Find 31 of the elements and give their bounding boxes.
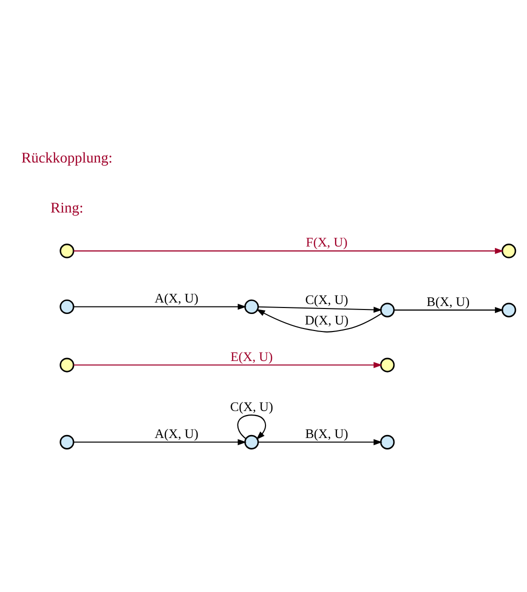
edge-label: C(X, U) — [230, 398, 274, 414]
label: Ring: — [50, 200, 84, 216]
label: Rückkopplung: — [21, 150, 112, 166]
node-circle — [502, 243, 516, 258]
arrow — [74, 438, 246, 445]
node-circle — [380, 302, 395, 317]
edge-label: D(X, U) — [304, 312, 349, 328]
node-circle — [60, 357, 74, 372]
edge-label: E(X, U) — [230, 348, 273, 364]
arrow — [256, 308, 382, 332]
node-circle — [60, 243, 74, 258]
node-circle — [502, 302, 516, 317]
arrow — [258, 306, 382, 312]
edge-label: A(X, U) — [154, 290, 198, 305]
edge-label: A(X, U) — [154, 425, 198, 440]
edge-label: B(X, U) — [305, 425, 348, 440]
node-circle — [380, 434, 395, 449]
node-circle — [60, 434, 74, 449]
arrow — [394, 306, 504, 313]
arrow — [258, 438, 382, 445]
arrow — [74, 247, 504, 254]
edge-label: C(X, U) — [305, 292, 348, 307]
node-circle — [60, 298, 74, 314]
arrow — [74, 303, 246, 310]
node-circle — [244, 434, 259, 449]
edge-label: B(X, U) — [426, 293, 470, 308]
node-circle — [244, 298, 259, 314]
edge-label: F(X, U) — [306, 234, 348, 250]
node-circle — [380, 357, 395, 372]
arrow — [74, 361, 382, 368]
arrow — [237, 414, 266, 440]
